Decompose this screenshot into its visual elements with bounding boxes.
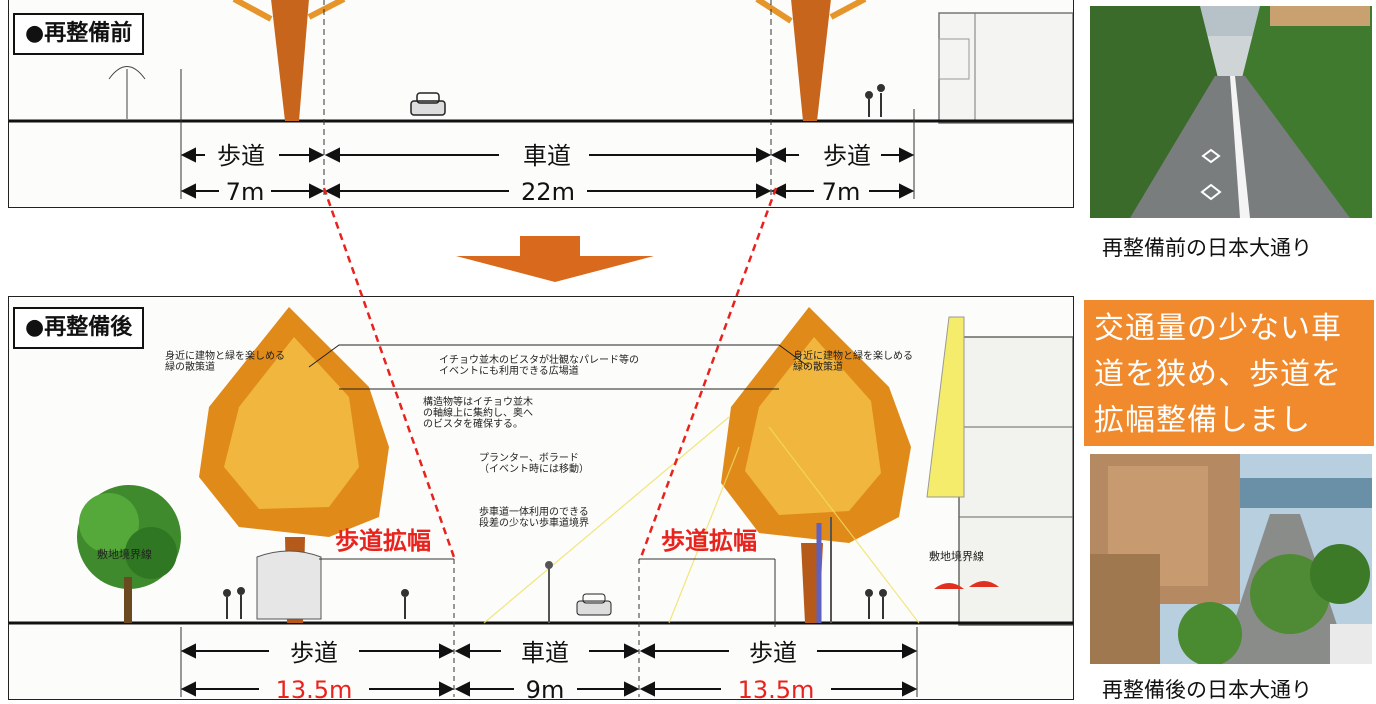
before-tag: ●再整備前 (13, 13, 145, 55)
before-width-right: 7m (822, 178, 861, 206)
note-left-path: 身近に建物と緑を楽しめる 緑の散策道 (165, 351, 285, 373)
lamp-poles (545, 517, 832, 623)
after-tag: ●再整備後 (13, 307, 145, 349)
caption-before: 再整備前の日本大通り (1102, 236, 1312, 260)
note-planter: プランター、ボラード （イベント時には移動） (479, 453, 589, 475)
before-cross-section-drawing: 歩道 車道 歩道 7m 22m 7m (9, 0, 1073, 206)
note-boundary: 歩車道一体利用のできる 段差の少ない歩車道境界 (479, 507, 589, 529)
before-roadway-label: 車道 (523, 142, 571, 170)
after-roadway-label: 車道 (521, 639, 569, 667)
after-dim-row-labels (180, 643, 918, 659)
before-width-road: 22m (521, 178, 575, 206)
before-pedestrians (865, 84, 885, 117)
before-sidewalk-left-label: 歩道 (217, 142, 265, 170)
after-width-right: 13.5m (738, 676, 815, 699)
boundary-label-right: 敷地境界線 (929, 550, 984, 563)
after-building (926, 316, 1073, 626)
widen-label-right: 歩道拡幅 (661, 527, 757, 555)
after-pedestrians (223, 587, 887, 619)
note-structures: 構造物等はイチョウ並木 の軸線上に集約し、奥へ のビスタを確保する。 (423, 397, 533, 430)
photo-before (1090, 6, 1372, 218)
after-width-left: 13.5m (276, 676, 353, 699)
before-width-left: 7m (226, 178, 265, 206)
after-width-road: 9m (526, 676, 565, 699)
green-tree-left (77, 485, 181, 623)
boundary-label-left: 敷地境界線 (97, 548, 152, 561)
before-tree-left (232, 0, 346, 121)
note-center-plaza: イチョウ並木のビスタが壮観なパレード等の イベントにも利用できる広場道 (439, 355, 639, 377)
after-sidewalk-right-label: 歩道 (749, 639, 797, 667)
before-building (938, 12, 1073, 124)
note-right-path: 身近に建物と緑を楽しめる 緑の散策道 (793, 351, 913, 373)
before-sidewalk-right-label: 歩道 (823, 142, 871, 170)
after-sidewalk-left-label: 歩道 (290, 639, 338, 667)
before-tree-right (755, 0, 867, 121)
cafe-umbrellas (934, 581, 999, 589)
before-small-tree (108, 66, 146, 119)
before-dim-row-labels (180, 147, 915, 163)
after-car (576, 593, 612, 616)
after-dim-row-widths (180, 681, 918, 697)
down-arrow (456, 236, 654, 282)
before-car (410, 92, 446, 116)
summary-message: 交通量の少ない車道を狭め、歩道を拡幅整備しました。 (1084, 300, 1374, 484)
after-section-panel: ●再整備後 (8, 296, 1074, 700)
caption-after: 再整備後の日本大通り (1102, 678, 1312, 702)
before-section-panel: ●再整備前 (8, 0, 1074, 208)
widen-label-left: 歩道拡幅 (335, 527, 431, 555)
photo-after (1090, 454, 1372, 664)
bus-shelter (256, 550, 322, 620)
